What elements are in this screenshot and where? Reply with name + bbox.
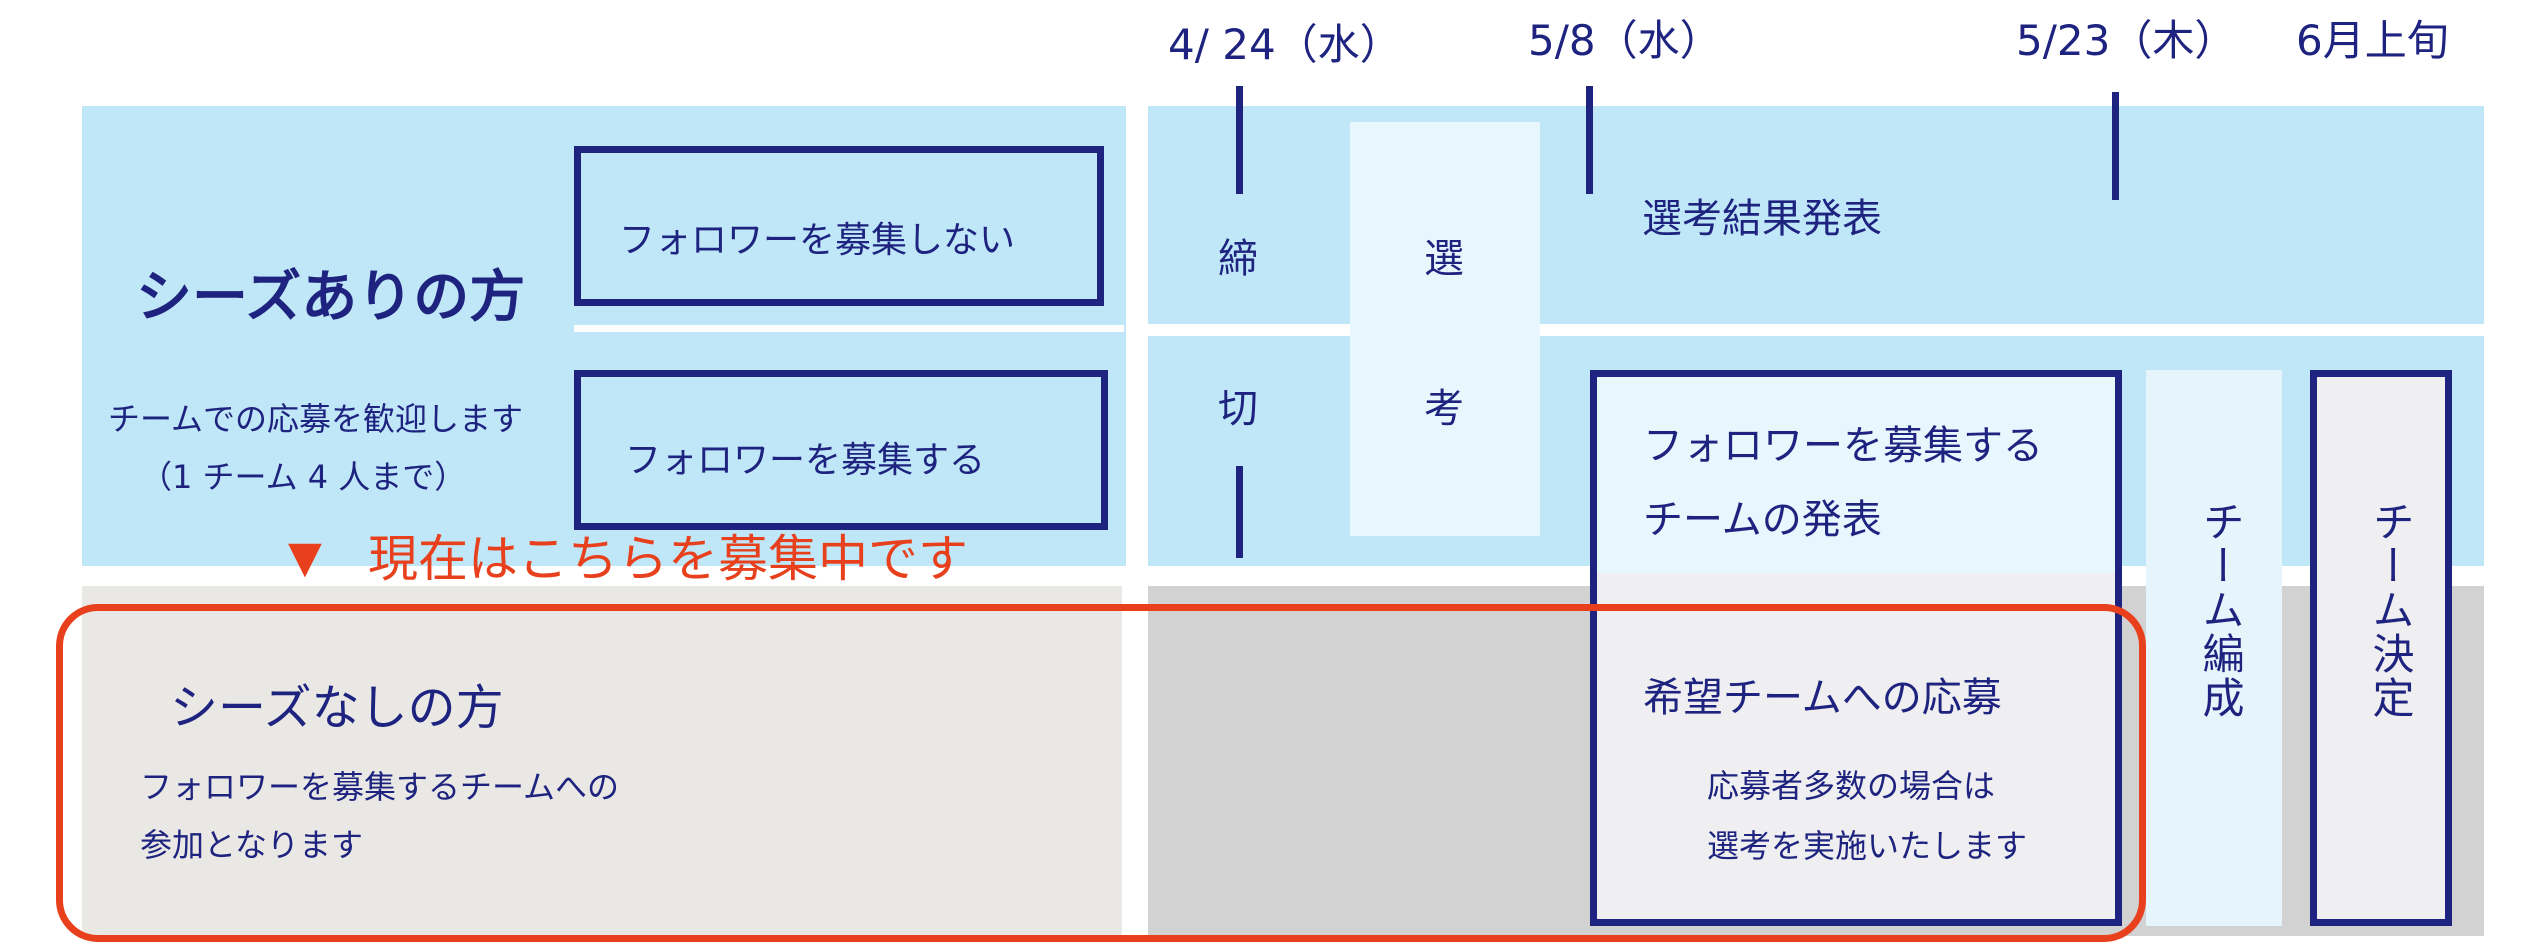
seeded-title: シーズありの方 — [136, 265, 526, 330]
current-recruitment-highlight — [56, 604, 2146, 942]
follower-team-box-top — [1597, 377, 2115, 573]
team-building-box — [2146, 370, 2282, 926]
team-building-label: チーム編成 — [2196, 500, 2245, 720]
seeded-description-line2: （1 チーム 4 人まで） — [140, 458, 467, 496]
unseeded-title: シーズなしの方 — [170, 680, 504, 736]
apply-note-line1: 応募者多数の場合は — [1707, 767, 1996, 805]
current-recruitment-notice: 現在はこちらを募集中です — [368, 530, 968, 588]
follower-team-line1: フォロワーを募集する — [1643, 423, 2043, 469]
band-divider — [1126, 106, 1148, 566]
seeded-description-line1: チームでの応募を歓迎します — [108, 400, 524, 438]
deadline-marker-bottom — [1236, 466, 1243, 558]
follower-team-line2: チームの発表 — [1643, 497, 1882, 543]
date-may8: 5/8（水） — [1528, 16, 1722, 65]
current-recruitment-marker: ▼ — [288, 532, 322, 583]
results-announcement: 選考結果発表 — [1642, 196, 1882, 242]
date-apr24: 4/ 24（水） — [1168, 20, 1402, 69]
team-decision-label: チーム決定 — [2366, 500, 2415, 720]
apply-note-line2: 選考を実施いたします — [1707, 827, 2028, 865]
unseeded-description-line2: 参加となります — [140, 826, 364, 864]
follower-team-box: フォロワーを募集する チームの発表 希望チームへの応募 応募者多数の場合は 選考… — [1590, 370, 2122, 926]
selection-char-1: 選 — [1424, 236, 1464, 282]
unseeded-description-line1: フォロワーを募集するチームへの — [140, 768, 620, 806]
selection-char-2: 考 — [1424, 386, 1464, 432]
deadline-marker-top — [1236, 86, 1243, 194]
may23-marker — [2112, 92, 2119, 200]
option-no-follower-label: フォロワーを募集しない — [619, 220, 1016, 261]
date-may23: 5/23（木） — [2016, 16, 2237, 65]
selection-period-box — [1350, 122, 1540, 536]
may8-marker — [1586, 86, 1593, 194]
unseeded-left-panel — [82, 586, 1122, 936]
date-early-june: 6月上旬 — [2296, 16, 2449, 65]
deadline-char-1: 締 — [1218, 236, 1258, 282]
option-follower-label: フォロワーを募集する — [625, 440, 986, 481]
seeded-left-panel — [82, 106, 1126, 566]
option-separator — [574, 325, 1124, 332]
option-follower-box: フォロワーを募集する — [574, 370, 1108, 530]
team-decision-box — [2310, 370, 2452, 926]
option-no-follower-box: フォロワーを募集しない — [574, 146, 1104, 306]
apply-title: 希望チームへの応募 — [1643, 675, 2002, 721]
deadline-char-2: 切 — [1218, 386, 1258, 432]
